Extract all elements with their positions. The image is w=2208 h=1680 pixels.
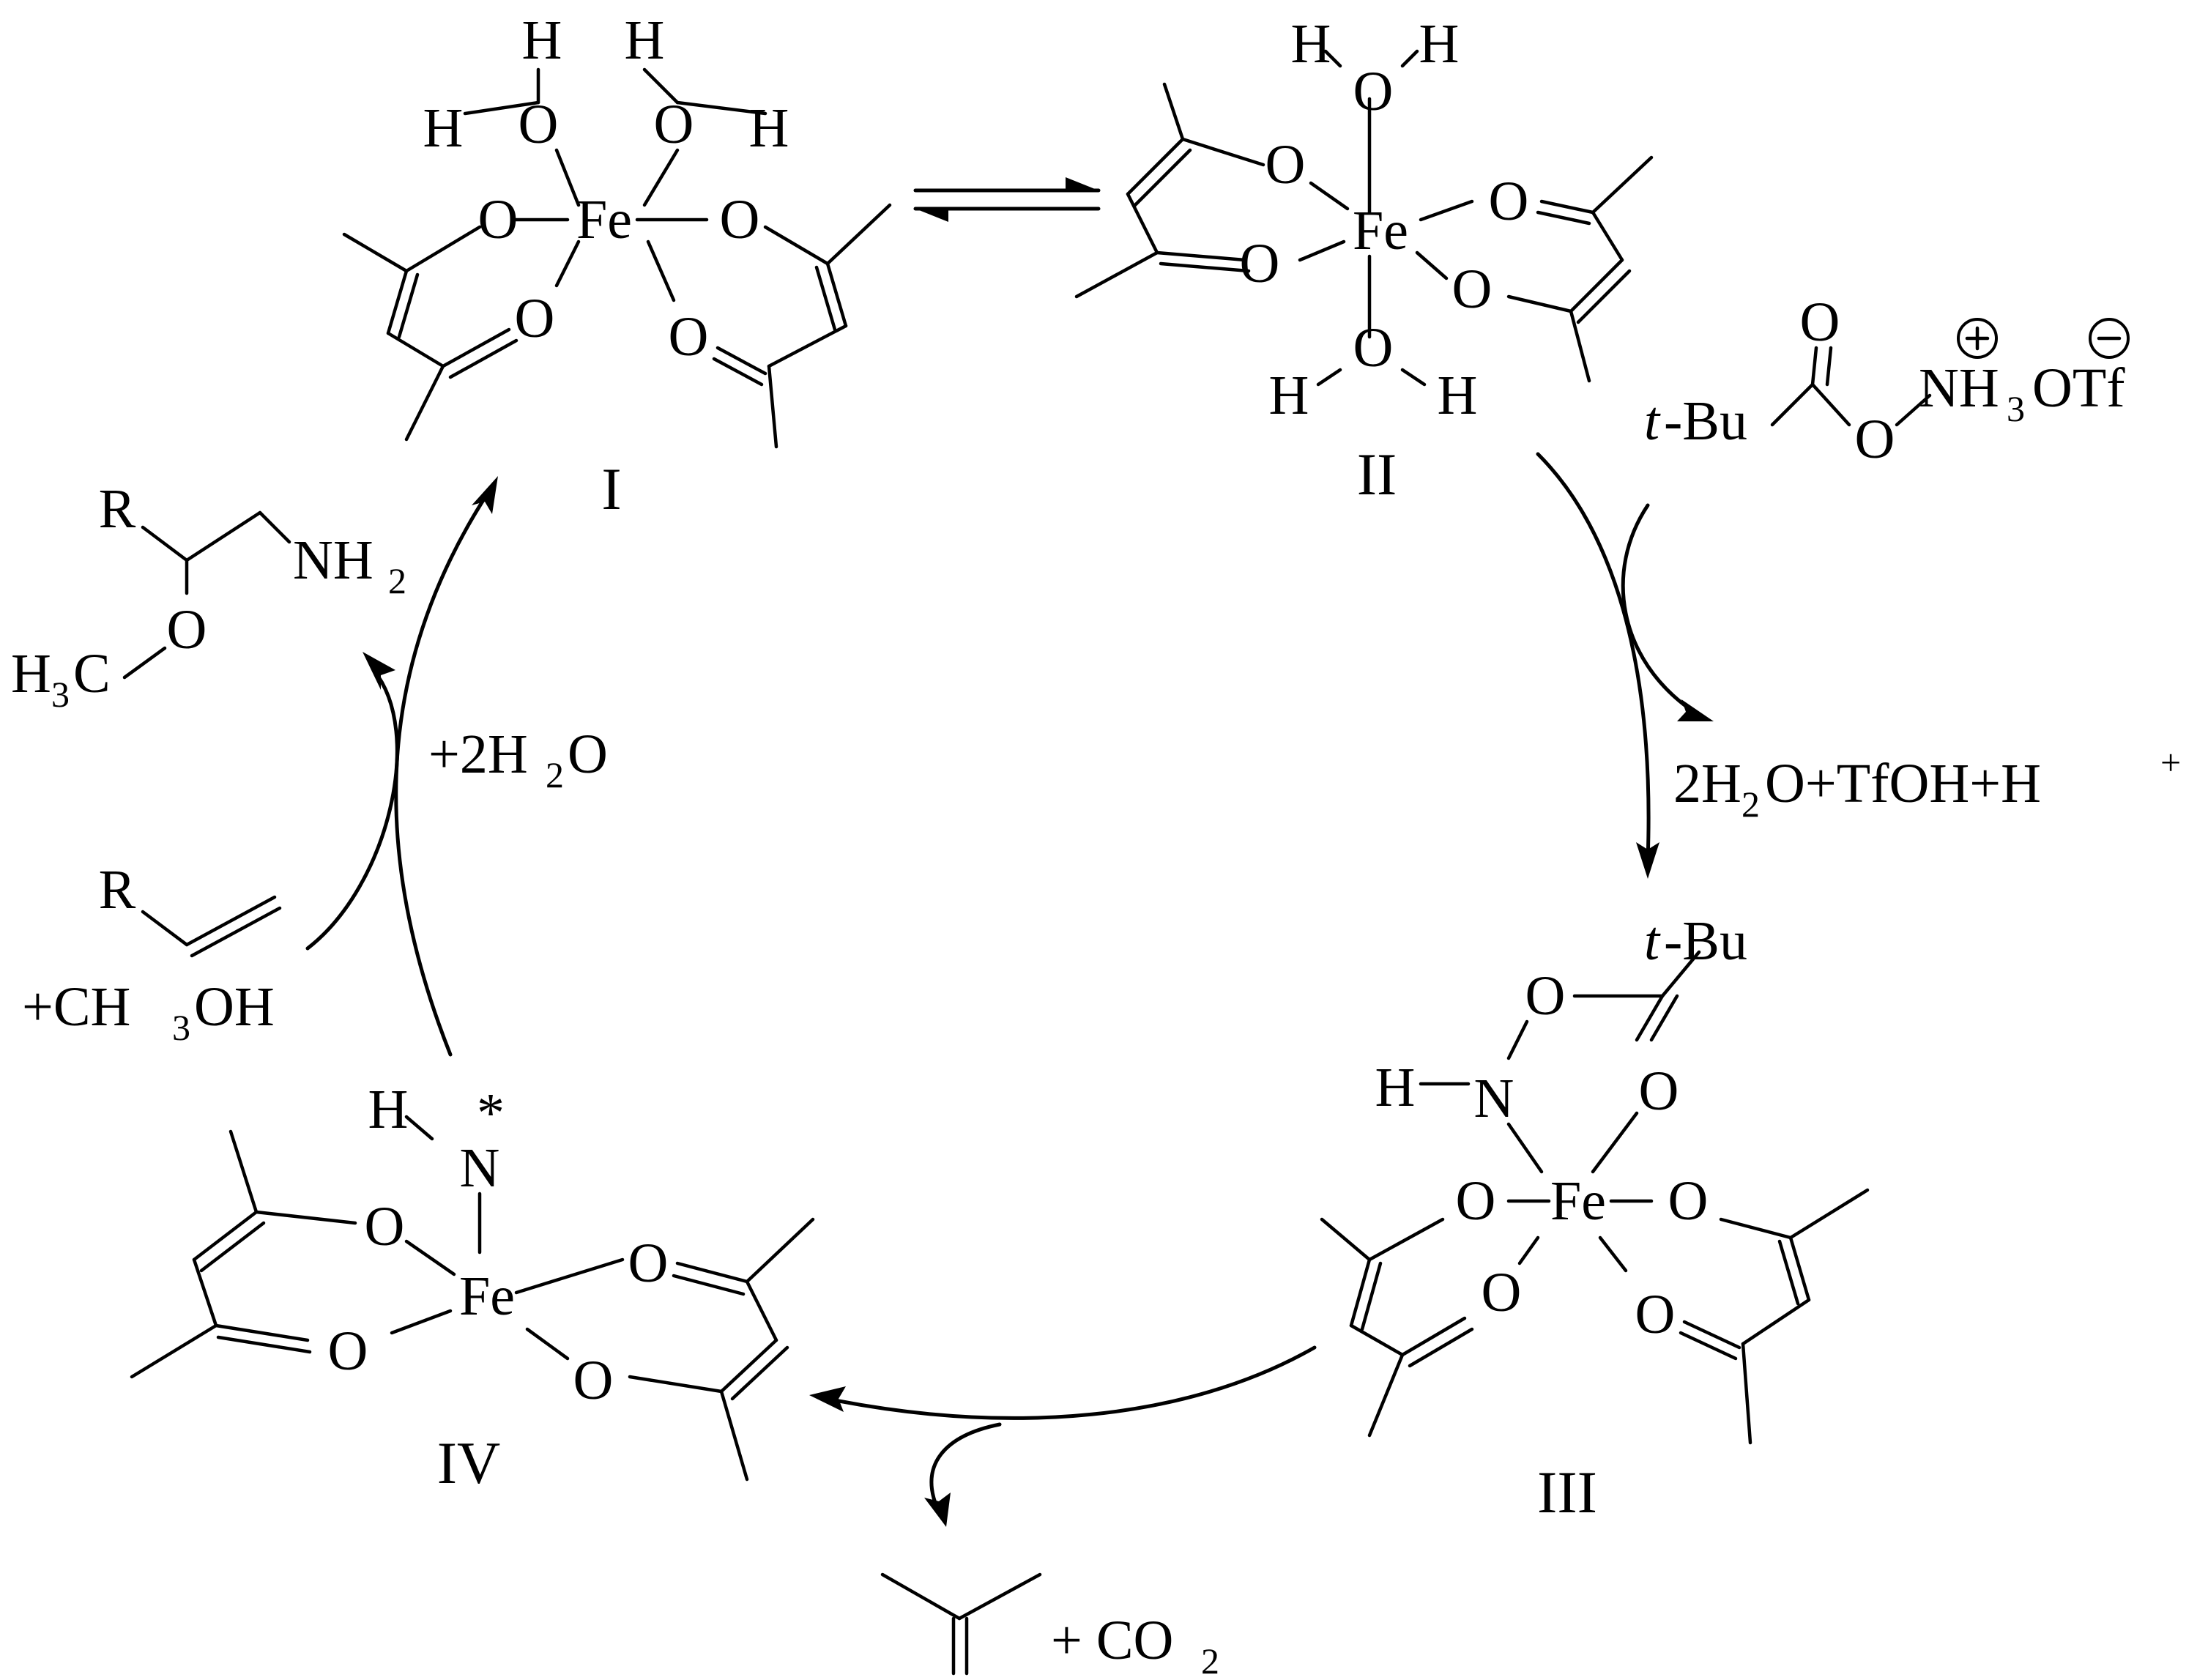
o-atom: O <box>1525 965 1566 1027</box>
arrow-3-to-4 <box>809 1345 1317 1527</box>
co2-subscript: 2 <box>1201 1640 1219 1680</box>
o-atom: O <box>1353 61 1394 122</box>
water-o: O <box>568 724 608 785</box>
methanol-subscript: 3 <box>172 1007 190 1048</box>
negative-charge-icon <box>2089 318 2130 359</box>
tbu-bu: -Bu <box>1664 910 1747 972</box>
o-atom: O <box>365 1196 405 1257</box>
complex-4: H N * O Fe O O O IV <box>130 1079 815 1496</box>
h-atom: H <box>1438 365 1478 426</box>
o-atom: O <box>1353 317 1394 379</box>
proton-superscript: + <box>2160 742 2181 783</box>
aminating-reagent: t -Bu O O NH 3 OTf <box>1644 291 2130 470</box>
nh2-text: NH <box>293 529 373 591</box>
tbu-bu: -Bu <box>1664 390 1747 452</box>
radical-star: * <box>477 1082 505 1144</box>
nh3-n: NH <box>1919 357 1999 419</box>
o-atom: O <box>669 306 709 368</box>
o-atom: O <box>720 189 760 250</box>
h-atom: H <box>1269 365 1309 426</box>
equilibrium-arrows <box>913 177 1101 222</box>
byproduct-2h: 2H <box>1673 753 1742 814</box>
fe-atom: Fe <box>1550 1170 1606 1232</box>
tbu-t: t <box>1644 390 1661 452</box>
byproduct-rest: O+TfOH+H <box>1765 753 2041 814</box>
o-atom: O <box>1452 259 1493 320</box>
complex-4-label: IV <box>437 1430 501 1496</box>
h-atom: H <box>368 1079 409 1140</box>
nh2-subscript: 2 <box>388 560 406 601</box>
amine-product: R NH 2 O H 3 C <box>11 478 406 715</box>
r-group: R <box>99 478 136 540</box>
h-atom: H <box>625 10 665 71</box>
o-atom: O <box>654 94 694 155</box>
positive-charge-icon <box>1957 318 1998 359</box>
complex-2-label: II <box>1357 441 1397 508</box>
o-atom: O <box>1265 134 1306 196</box>
h3c-h: H <box>11 643 51 705</box>
nh3-subscript: 3 <box>2007 388 2025 429</box>
arrow-4-to-1 <box>305 476 498 1057</box>
byproducts-step-2: 2H 2 O+TfOH+H + <box>1673 742 2181 825</box>
h-atom: H <box>1291 13 1331 75</box>
o-atom: O <box>1240 233 1280 294</box>
o-atom: O <box>628 1233 669 1294</box>
methoxy-o: O <box>167 599 207 661</box>
r-group: R <box>99 859 136 921</box>
o-atom: O <box>1489 171 1529 232</box>
o-atom: O <box>478 189 518 250</box>
fe-atom: Fe <box>576 189 632 250</box>
fe-atom: Fe <box>459 1265 515 1327</box>
water-subscript: 2 <box>546 754 564 795</box>
h3c-c: C <box>73 643 111 705</box>
complex-3: t -Bu O H N O O Fe O O O III <box>1320 910 1870 1525</box>
o-atom: O <box>515 288 555 349</box>
h-atom: H <box>749 97 789 159</box>
arrow-2-to-3 <box>1536 452 1714 879</box>
complex-1: H H H O O H O Fe O O O I <box>342 10 892 522</box>
complex-1-label: I <box>601 456 621 522</box>
o-atom: O <box>1855 409 1895 470</box>
co2-text: + CO <box>1051 1610 1173 1671</box>
fe-atom: Fe <box>1353 200 1408 261</box>
o-atom: O <box>1456 1170 1496 1232</box>
o-atom: O <box>1635 1284 1676 1345</box>
methanol-text: +CH <box>22 976 130 1038</box>
n-atom: N <box>1474 1068 1514 1129</box>
water-text: +2H <box>428 724 528 785</box>
o-atom: O <box>1668 1170 1709 1232</box>
h-atom: H <box>522 10 562 71</box>
h3c-subscript: 3 <box>51 674 70 715</box>
o-atom: O <box>328 1320 368 1382</box>
isobutene-co2: + CO 2 <box>880 1572 1219 1680</box>
step-4-reagents: +2H 2 O R +CH 3 OH <box>22 724 608 1048</box>
otf-text: OTf <box>2032 357 2125 419</box>
h-atom: H <box>1375 1057 1416 1118</box>
n-atom: N <box>460 1137 500 1199</box>
h-atom: H <box>423 97 464 159</box>
o-atom: O <box>573 1350 614 1411</box>
complex-3-label: III <box>1537 1459 1597 1525</box>
complex-2: H H O O Fe O O O O H H II <box>1074 13 1654 508</box>
o-atom: O <box>518 94 559 155</box>
h-atom: H <box>1419 13 1460 75</box>
o-atom: O <box>1639 1060 1679 1122</box>
byproduct-water-subscript: 2 <box>1742 784 1760 825</box>
o-atom: O <box>1482 1262 1522 1323</box>
tbu-t: t <box>1644 910 1661 972</box>
o-atom: O <box>1800 291 1840 353</box>
methanol-oh: OH <box>194 976 275 1038</box>
